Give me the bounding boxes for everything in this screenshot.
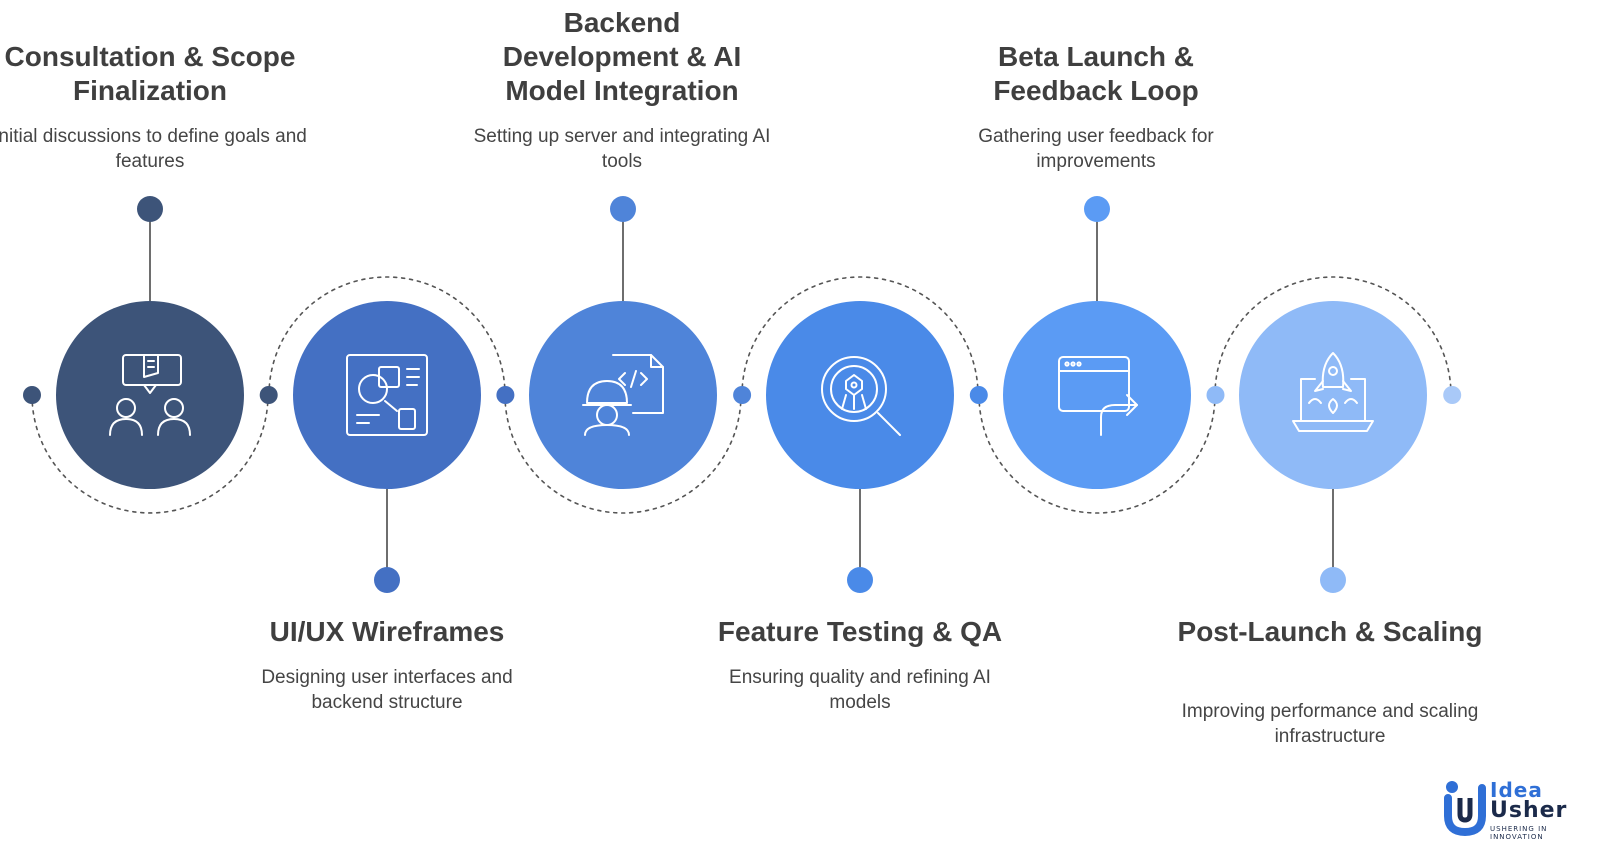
step-2-circle [293,301,481,489]
developer-code-icon [582,354,664,436]
junction-dot-3 [496,386,515,404]
step-5-arc [978,394,1216,514]
junction-dot-7 [1443,386,1462,404]
junction-dot-4 [733,386,752,404]
logo-word-usher: Usher [1490,798,1568,823]
step-3-arc [504,394,742,514]
idea-usher-logo: Idea Usher USHERING IN INNOVATION [1442,778,1592,850]
step-1-desc: Initial discussions to define goals and … [0,126,307,172]
browser-redirect-icon [1058,356,1138,436]
step-2-desc: Designing user interfaces and backend st… [261,667,513,713]
step-1-marker-dot [137,196,163,222]
step-2-marker-dot [374,567,400,593]
step-6-title: Post-Launch & Scaling [1177,616,1483,647]
wireframe-icon [346,354,428,436]
step-1-arc [31,394,269,514]
step-5-title: Beta Launch & Feedback Loop [993,41,1199,106]
junction-dot-1 [23,386,41,404]
logo-word-idea: Idea [1490,778,1543,802]
step-2-arc [268,276,506,396]
junction-dot-6 [1206,386,1225,404]
junction-dot-5 [969,386,988,404]
step-4-title: Feature Testing & QA [717,616,1003,647]
logo-u-mark [1444,781,1486,836]
step-4-arc [741,276,979,396]
step-5-marker-dot [1084,196,1110,222]
step-2-title: UI/UX Wireframes [269,616,505,647]
step-6-desc: Improving performance and scaling infras… [1181,701,1479,747]
step-1-title: Consultation & Scope Finalization [4,41,296,106]
step-3-desc: Setting up server and integrating AI too… [473,126,771,172]
step-3-marker-dot [610,196,636,222]
step-5-circle [1003,301,1191,489]
laptop-rocket-icon [1292,352,1374,432]
step-5-desc: Gathering user feedback for improvements [978,126,1214,172]
step-1-circle [56,301,244,489]
logo-tagline: USHERING IN INNOVATION [1490,825,1548,841]
step-4-circle [766,301,954,489]
consultation-icon [109,354,191,436]
step-4-desc: Ensuring quality and refining AI models [729,667,991,713]
step-6-circle [1239,301,1427,489]
junction-dot-2 [259,386,278,404]
bug-search-icon [821,356,901,436]
step-6-arc [1214,276,1452,396]
step-4-marker-dot [847,567,873,593]
step-6-marker-dot [1320,567,1346,593]
step-3-title: Backend Development & AI Model Integrati… [502,7,742,106]
step-3-circle [529,301,717,489]
